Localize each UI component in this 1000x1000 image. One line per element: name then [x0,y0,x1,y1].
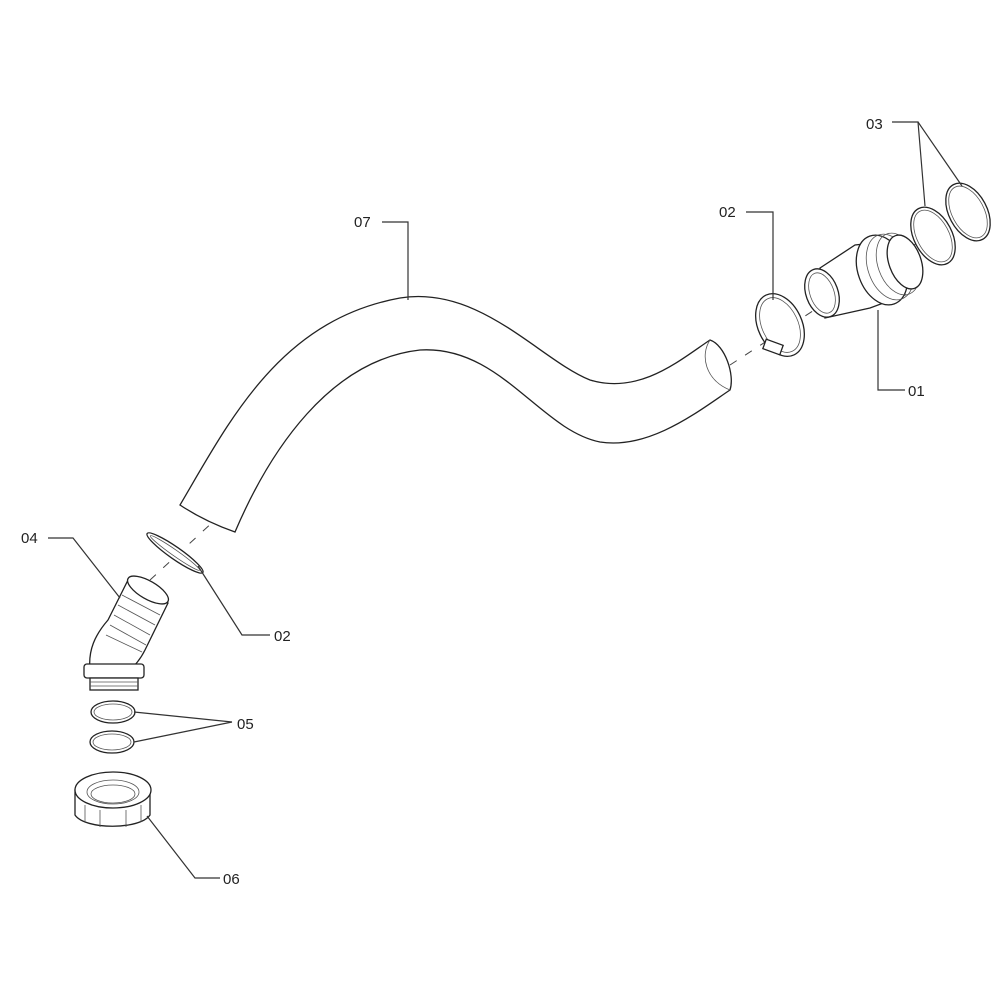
nut-part [74,771,152,827]
leader-lines [48,121,963,879]
callout-label-02-bottom: 02 [274,628,291,645]
callout-label-07: 07 [354,214,371,231]
o-rings-bottom [89,700,136,754]
hose-clamp-bottom [146,532,204,574]
o-rings-top [910,182,991,266]
callout-label-06: 06 [223,871,240,888]
hose-clamp-top [755,293,805,357]
callout-label-01: 01 [908,383,925,400]
elbow-part [83,575,170,691]
callout-label-03: 03 [866,116,883,133]
callout-label-02-top: 02 [719,204,736,221]
connector-part [804,232,924,319]
assembly-axis-bottom [149,519,216,581]
hose-part [179,295,732,533]
callout-label-04: 04 [21,530,38,547]
callout-label-05: 05 [237,716,254,733]
